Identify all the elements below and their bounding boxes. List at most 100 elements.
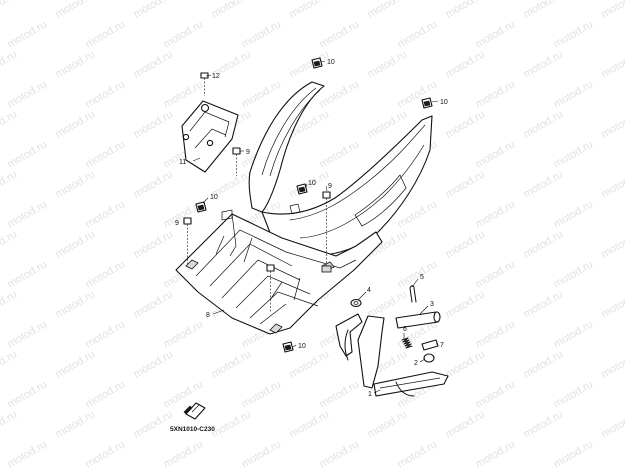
watermark-text: motod.ru xyxy=(210,408,254,440)
callout-2: 2 xyxy=(414,360,418,367)
callout-labels: 12 11 9 10 10 10 10 9 10 9 8 10 5 4 3 6 … xyxy=(175,59,448,398)
watermark-text: motod.ru xyxy=(132,108,176,140)
watermark-text: motod.ru xyxy=(552,18,596,50)
watermark-text: motod.ru xyxy=(522,108,566,140)
callout-5: 5 xyxy=(420,274,424,281)
watermark-text: motod.ru xyxy=(474,138,518,170)
watermark-text: motod.ru xyxy=(474,78,518,110)
watermark-text: motod.ru xyxy=(240,18,284,50)
watermark-text: motod.ru xyxy=(54,108,98,140)
watermark-text: motod.ru xyxy=(366,408,410,440)
watermark-text: motod.ru xyxy=(474,438,518,468)
watermark-text: motod.ru xyxy=(396,438,440,468)
watermark-text: motod.ru xyxy=(54,168,98,200)
watermark-text: motod.ru xyxy=(522,168,566,200)
watermark-text: motod.ru xyxy=(366,288,410,320)
watermark-text: motod.ru xyxy=(600,48,625,80)
watermark-text: motod.ru xyxy=(240,438,284,468)
callout-9a: 9 xyxy=(246,149,250,156)
watermark-text: motod.ru xyxy=(54,408,98,440)
watermark-text: motod.ru xyxy=(6,78,50,110)
watermark-text: motod.ru xyxy=(6,18,50,50)
clip-10d-icon xyxy=(195,201,233,221)
watermark-text: motod.ru xyxy=(210,348,254,380)
watermark-text: motod.ru xyxy=(84,78,128,110)
watermark-text: motod.ru xyxy=(552,438,596,468)
watermark-text: motod.ru xyxy=(0,228,19,260)
watermark-text: motod.ru xyxy=(474,198,518,230)
watermark-text: motod.ru xyxy=(444,48,488,80)
watermark-text: motod.ru xyxy=(552,198,596,230)
watermark-text: motod.ru xyxy=(444,348,488,380)
watermark-text: motod.ru xyxy=(6,378,50,410)
watermark-text: motod.ru xyxy=(84,318,128,350)
watermark-text: motod.ru xyxy=(522,0,566,21)
watermark-text: motod.ru xyxy=(552,318,596,350)
watermark-text: motod.ru xyxy=(54,0,98,21)
callout-10a: 10 xyxy=(327,59,335,66)
watermark-text: motod.ru xyxy=(366,48,410,80)
watermark-text: motod.ru xyxy=(318,438,362,468)
clip-10a-icon xyxy=(311,57,323,69)
leader-lines xyxy=(183,60,439,394)
watermark-text: motod.ru xyxy=(444,288,488,320)
clip-10c-icon xyxy=(289,183,308,215)
watermark-text: motod.ru xyxy=(318,138,362,170)
page-reference-icon xyxy=(183,402,206,420)
callout-9b: 9 xyxy=(328,183,332,190)
watermark-text: motod.ru xyxy=(552,258,596,290)
watermark-text: motod.ru xyxy=(6,318,50,350)
watermark-text: motod.ru xyxy=(84,438,128,468)
callout-1: 1 xyxy=(368,391,372,398)
watermark-text: motod.ru xyxy=(522,288,566,320)
watermark-text: motod.ru xyxy=(522,408,566,440)
watermark-text: motod.ru xyxy=(600,288,625,320)
watermark-text: motod.ru xyxy=(396,78,440,110)
watermark-text: motod.ru xyxy=(0,348,19,380)
watermark-text: motod.ru xyxy=(6,438,50,468)
watermark-text: motod.ru xyxy=(318,78,362,110)
watermark-text: motod.ru xyxy=(84,18,128,50)
watermark-text: motod.ru xyxy=(444,408,488,440)
callout-3: 3 xyxy=(430,301,434,308)
watermark-text: motod.ru xyxy=(366,108,410,140)
watermark-text: motod.ru xyxy=(288,48,332,80)
watermark-text: motod.ru xyxy=(54,348,98,380)
watermark-text: motod.ru xyxy=(522,348,566,380)
watermark-text: motod.ru xyxy=(162,438,206,468)
watermark-text: motod.ru xyxy=(132,0,176,21)
bolt-9b-icon xyxy=(321,191,332,273)
callout-8: 8 xyxy=(206,312,210,319)
watermark-text: motod.ru xyxy=(6,258,50,290)
watermark-text: motod.ru xyxy=(474,378,518,410)
watermark-text: motod.ru xyxy=(0,108,19,140)
watermark-text: motod.ru xyxy=(444,0,488,21)
watermark-text: motod.ru xyxy=(132,348,176,380)
part-main-leg-shield xyxy=(175,81,433,335)
watermark-text: motod.ru xyxy=(54,48,98,80)
watermark-text: motod.ru xyxy=(552,138,596,170)
watermark-text: motod.ru xyxy=(6,138,50,170)
watermark-text: motod.ru xyxy=(366,0,410,21)
watermark-text: motod.ru xyxy=(444,228,488,260)
watermark-text: motod.ru xyxy=(288,0,332,21)
watermark-text: motod.ru xyxy=(132,408,176,440)
watermark-text: motod.ru xyxy=(0,48,19,80)
clip-10e-icon xyxy=(282,341,294,353)
watermark-text: motod.ru xyxy=(552,378,596,410)
watermark-text: motod.ru xyxy=(162,318,206,350)
watermark-text: motod.ru xyxy=(600,108,625,140)
watermark-text: motod.ru xyxy=(132,168,176,200)
watermark-text: motod.ru xyxy=(0,288,19,320)
callout-6: 6 xyxy=(403,326,407,333)
side-stand-assembly xyxy=(335,285,449,397)
watermark-text: motod.ru xyxy=(600,348,625,380)
bolt-floor-icon xyxy=(266,264,275,312)
callout-10c: 10 xyxy=(308,180,316,187)
watermark-text: motod.ru xyxy=(552,78,596,110)
watermark-text: motod.ru xyxy=(444,108,488,140)
watermark-text: motod.ru xyxy=(132,228,176,260)
watermark-text: motod.ru xyxy=(522,48,566,80)
watermark-text: motod.ru xyxy=(0,408,19,440)
